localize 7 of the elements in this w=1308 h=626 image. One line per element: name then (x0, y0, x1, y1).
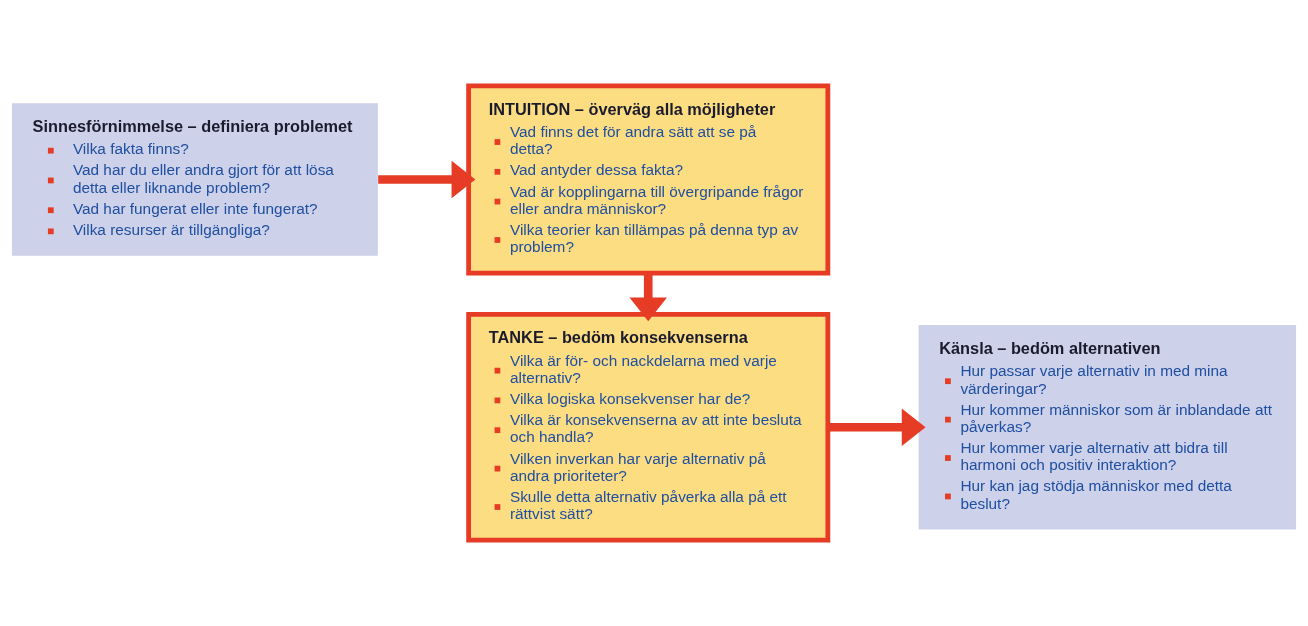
arrow (629, 273, 667, 322)
node-box: TANKE – bedöm konsekvenserna Vilka är för- och nackdelarna med varje alternativ? Vilka logiska konsekvenser har de? Vilka är konsekvenserna av att inte besluta och handla? Vilken inverkan har varje alternativ på andra prioriteter? Skulle detta alternativ påverka alla på ett rättvist sätt? (466, 312, 831, 543)
node-box: INTUITION – överväg alla möjligheter Vad finns det för andra sätt att se på detta? Vad antyder dessa fakta? Vad är kopplingarna till övergripande frågor eller andra människor? Vilka teorier kan tillämpas på denna typ av problem? (466, 83, 831, 276)
arrow (828, 408, 926, 447)
node-box: Sinnesförnimmelse – definiera problemet Vilka fakta finns? Vad har du eller andra gjort för att lösa detta eller liknande problem? Vad har fungerat eller inte fungerat? Vilka resurser är tillgängliga? (11, 103, 378, 256)
node-box: Känsla – bedöm alternativen Hur passar varje alternativ in med mina värderingar? Hur kommer människor som är inblandade att påverkas? Hur kommer varje alternativ att bidra till harmoni och positiv interaktion? Hur kan jag stödja människor med detta beslut? (918, 325, 1297, 530)
arrow (378, 160, 476, 199)
